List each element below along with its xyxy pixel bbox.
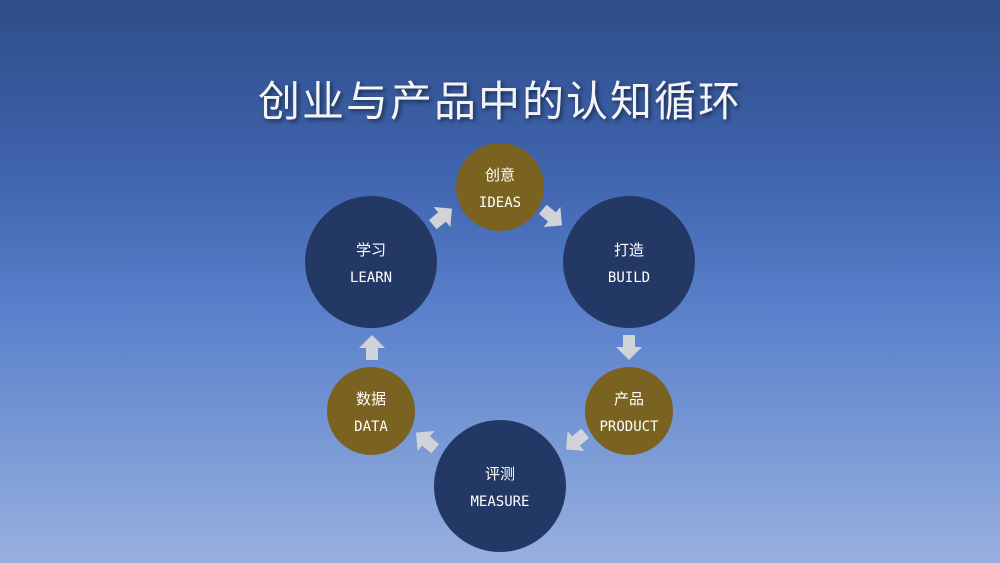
node-label-en: LEARN xyxy=(349,269,393,286)
arrow-build-to-product-icon xyxy=(616,335,642,360)
node-product: 产品 PRODUCT xyxy=(585,367,673,455)
node-data: 数据 DATA xyxy=(327,367,415,455)
arrow-ideas-to-build-icon xyxy=(538,204,562,227)
node-label-cn: 数据 xyxy=(355,389,386,408)
node-label-en: DATA xyxy=(354,418,388,435)
node-label-cn: 产品 xyxy=(613,389,644,408)
slide-title: 创业与产品中的认知循环 xyxy=(257,77,742,126)
node-label-cn: 评测 xyxy=(484,464,515,483)
node-label-cn: 打造 xyxy=(613,240,644,259)
arrow-data-to-learn-icon xyxy=(359,335,385,360)
node-ideas: 创意 IDEAS xyxy=(456,143,544,231)
node-label-cn: 创意 xyxy=(484,165,515,184)
arrow-learn-to-ideas-icon xyxy=(428,207,452,230)
node-build: 打造 BUILD xyxy=(563,196,695,328)
node-label-cn: 学习 xyxy=(355,240,386,259)
node-label-en: BUILD xyxy=(607,269,651,286)
node-learn: 学习 LEARN xyxy=(305,196,437,328)
node-label-en: PRODUCT xyxy=(599,418,659,435)
node-measure: 评测 MEASURE xyxy=(434,420,566,552)
arrow-measure-to-data-icon xyxy=(416,431,440,454)
node-label-en: MEASURE xyxy=(470,493,530,510)
node-label-en: IDEAS xyxy=(478,194,522,211)
arrow-product-to-measure-icon xyxy=(566,428,590,451)
